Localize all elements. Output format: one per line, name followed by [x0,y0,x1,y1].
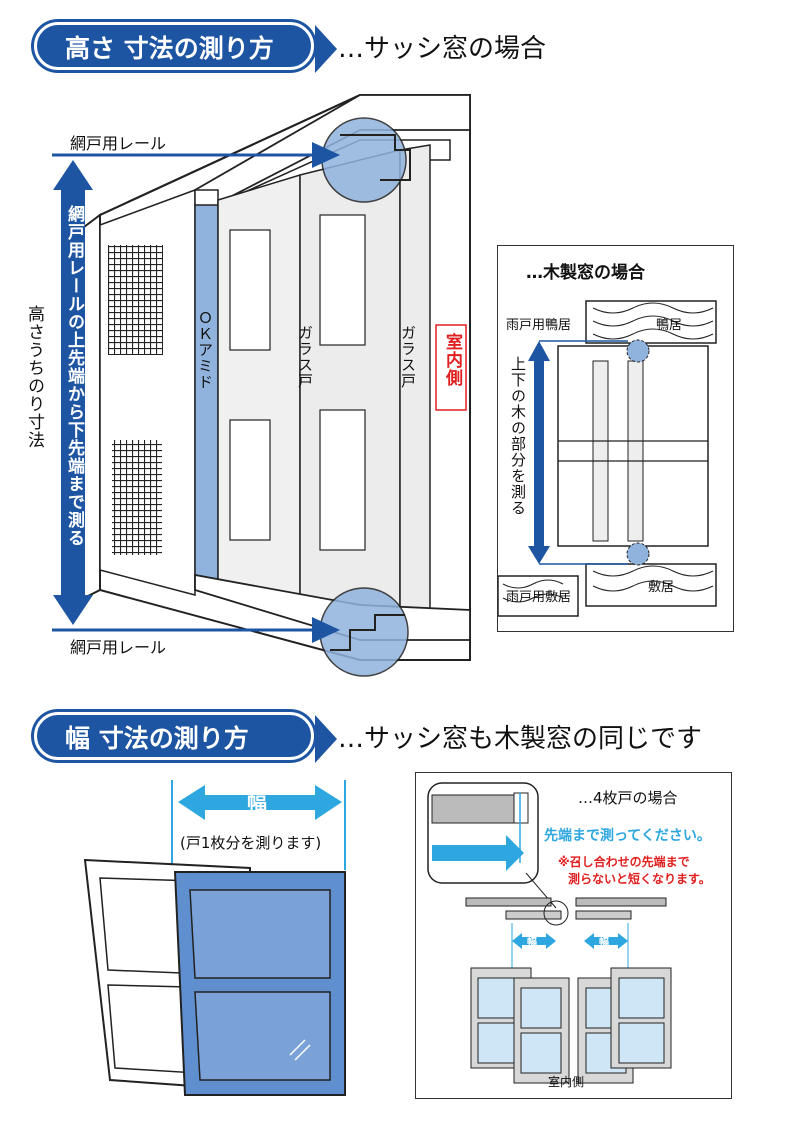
measure-to-tip: 先端まで測ってください。 [544,828,711,844]
width-illustration [83,780,346,1096]
wooden-window-inset: …木製窓の場合 雨戸用鴨居 鴨居 上下の木の部分を測る 雨戸用敷居 敷居 [497,245,734,632]
indoor-side-label: 室内側 [442,333,462,387]
amado-shikii-label: 雨戸用敷居 [506,590,572,605]
four-panel-width-right: 幅 [599,937,609,948]
sash-window-illustration [52,94,471,677]
wooden-window-title: …木製窓の場合 [526,263,645,283]
height-section-title: 高さ 寸法の測り方 [34,22,337,73]
four-panel-inset: …4枚戸の場合 先端まで測ってください。 ※召し合わせの先端まで [415,772,732,1099]
warning-line-2: 測らないと短くなります。 [568,872,711,886]
height-section-subtitle: …サッシ窓の場合 [338,34,547,64]
four-panel-indoor-side: 室内側 [548,1075,585,1089]
glass-door-label-1: ガラス戸 [296,325,314,389]
measure-instruction: 網戸用レールの上先端から下先端まで測る [64,205,84,547]
four-panel-drawing [427,782,672,1084]
width-section-subtitle: …サッシ窓も木製窓の同じです [338,724,703,754]
warning-line-1: ※召し合わせの先端まで [558,855,690,869]
rail-top-label: 網戸用レール [70,134,167,153]
glass-door-label-2: ガラス戸 [399,325,417,389]
kamoi-label: 鴨居 [656,318,683,333]
ok-amido-label: ＯＫアミド [196,310,214,390]
height-label: 高さうちのり寸法 [24,305,44,449]
wooden-window-drawing [498,300,717,617]
shikii-label: 敷居 [648,580,675,595]
width-note: (戸1枚分を測ります) [180,834,322,852]
four-panel-width-left: 幅 [527,937,537,948]
width-section-title: 幅 寸法の測り方 [34,712,337,763]
rail-bottom-label: 網戸用レール [70,638,167,657]
amado-kamoi-label: 雨戸用鴨居 [506,318,572,333]
width-label: 幅 [247,790,267,814]
four-panel-title: …4枚戸の場合 [578,789,678,807]
measure-wood-label: 上下の木の部分を測る [509,356,527,516]
